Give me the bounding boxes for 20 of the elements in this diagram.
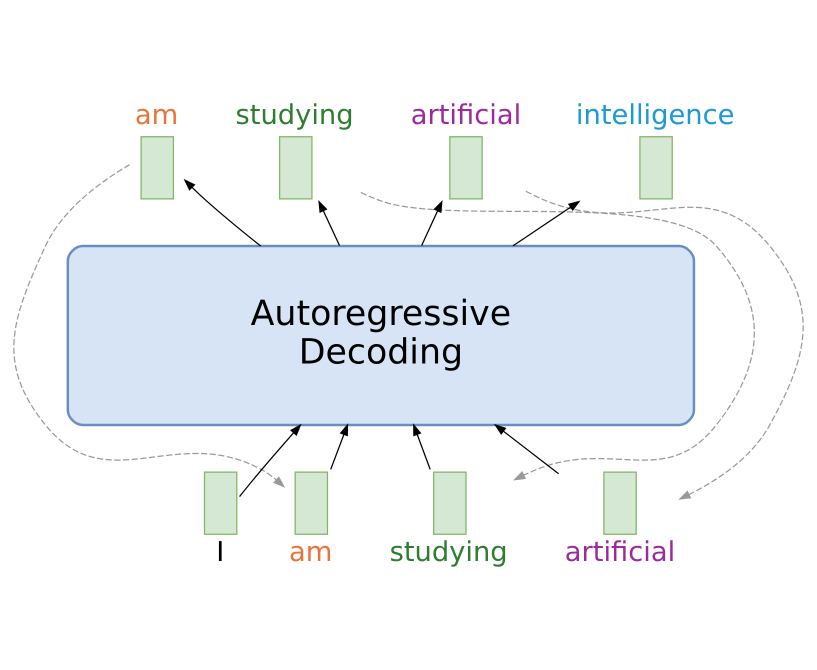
node-box: Autoregressive Decoding bbox=[66, 244, 696, 426]
node-label: studying bbox=[236, 99, 354, 130]
arrow bbox=[494, 423, 559, 474]
node-label: I bbox=[216, 536, 224, 568]
node-label: artificial bbox=[564, 536, 676, 568]
node-label: am bbox=[288, 536, 332, 568]
arrow bbox=[512, 200, 581, 246]
node-label: artificial bbox=[410, 99, 522, 130]
arrow bbox=[318, 199, 340, 246]
arrow bbox=[421, 199, 443, 246]
node-label: studying bbox=[390, 536, 508, 568]
arrow bbox=[360, 191, 755, 480]
node-label: intelligence bbox=[576, 99, 734, 130]
node-label: am bbox=[134, 99, 178, 130]
arrow bbox=[239, 423, 302, 496]
arrow bbox=[184, 178, 262, 246]
arrow bbox=[413, 422, 431, 470]
arrow bbox=[330, 422, 348, 470]
arrow bbox=[13, 164, 286, 488]
arrow bbox=[526, 190, 804, 500]
